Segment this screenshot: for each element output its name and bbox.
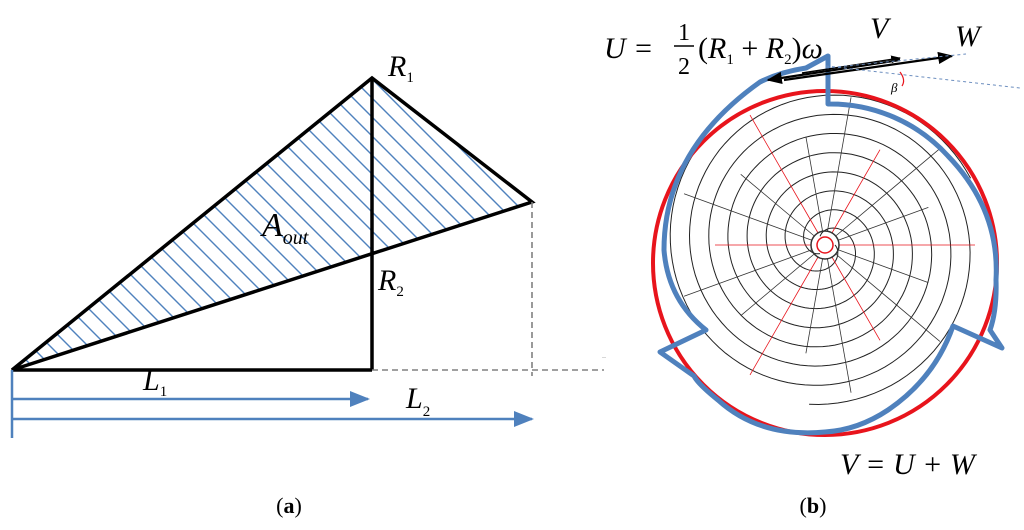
spiral-curve <box>688 94 972 367</box>
label-w: W <box>955 20 983 53</box>
red-circle <box>651 89 999 437</box>
hatch-line <box>12 78 87 370</box>
hatch-line <box>12 78 30 370</box>
spiral-curve <box>669 133 952 386</box>
radial-line <box>838 249 929 283</box>
hatch-line <box>140 78 532 370</box>
panel-a: .. R1 R2 Aout L1 L2 (a) <box>0 0 606 518</box>
hatch-line <box>12 78 296 370</box>
hub-circle <box>810 230 840 260</box>
label-v: V <box>870 12 892 45</box>
svg-text:1: 1 <box>678 20 690 46</box>
label-l1: L1 <box>142 364 167 400</box>
hatch-line <box>26 78 448 370</box>
radial-line <box>805 136 823 232</box>
label-a-out: Aout <box>260 207 309 249</box>
hatch-line <box>159 78 532 370</box>
spiral-curves <box>669 94 972 406</box>
hatch-line <box>12 78 144 370</box>
svg-text:..: .. <box>602 351 606 360</box>
hatch-line <box>197 78 532 370</box>
hatch-line <box>12 78 429 370</box>
vector-u <box>766 58 901 85</box>
label-beta: β <box>890 80 898 95</box>
hatch-line <box>12 78 239 370</box>
hatch-line <box>12 78 163 370</box>
hatch-line <box>12 78 125 370</box>
radial-line <box>749 114 819 234</box>
hatch-line <box>12 78 49 370</box>
beta-arc <box>899 71 905 87</box>
radial-line <box>740 253 815 317</box>
hatch-line <box>273 78 532 370</box>
svg-text:(R1 + R2)ω: (R1 + R2)ω <box>698 32 823 68</box>
radial-line <box>740 173 815 237</box>
radial-line <box>835 148 941 237</box>
radial-line <box>827 97 852 232</box>
svg-text:U =: U = <box>604 32 653 65</box>
panel-b: U = 1 2 (R1 + R2)ω V W β V = U + W (b) <box>604 12 1021 518</box>
hatch-line <box>235 78 532 370</box>
outer-triangle <box>10 75 536 372</box>
hatch-line <box>12 78 410 370</box>
svg-text:2: 2 <box>678 54 690 80</box>
equation-u: U = 1 2 (R1 + R2)ω <box>604 20 823 80</box>
spiral-curve <box>708 113 971 406</box>
radial-line <box>805 258 823 354</box>
vector-w <box>783 51 954 82</box>
radial-line <box>749 256 819 376</box>
hatch-line <box>0 0 10 420</box>
hatch-line <box>121 78 532 370</box>
label-l2: L2 <box>405 382 430 420</box>
hatch-line <box>83 78 505 370</box>
radial-line <box>835 253 941 342</box>
radial-line <box>683 249 812 297</box>
hub-inner <box>816 236 834 254</box>
label-r1: R1 <box>387 50 414 86</box>
label-r2: R2 <box>377 264 404 300</box>
caption-b: (b) <box>800 493 827 518</box>
hatch-line <box>12 78 220 370</box>
hatch-line <box>216 78 532 370</box>
tangent-dashed <box>825 65 1021 89</box>
blue-blade-outline <box>657 53 1005 436</box>
hatch-line <box>254 78 532 370</box>
hatch-line <box>102 78 524 370</box>
radial-lines <box>683 97 975 393</box>
radial-line <box>838 207 929 241</box>
caption-a: (a) <box>276 493 302 518</box>
equation-v: V = U + W <box>840 448 978 481</box>
radial-line <box>683 193 812 241</box>
radial-line <box>831 256 881 341</box>
radial-line <box>827 258 852 393</box>
radial-line <box>831 149 881 234</box>
